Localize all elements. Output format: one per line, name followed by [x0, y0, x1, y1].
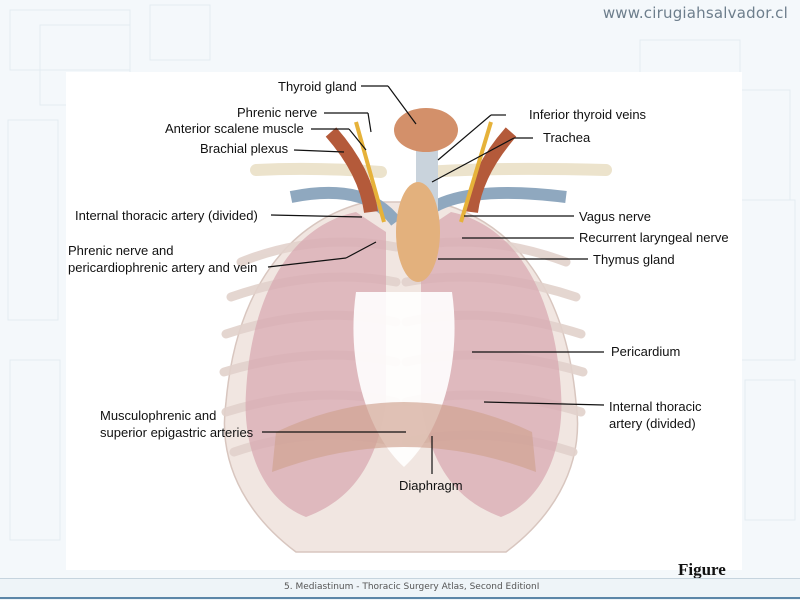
label-phrenic-pericardiophrenic-line1: Phrenic nerve and — [68, 243, 174, 258]
thymus-shape — [396, 182, 440, 282]
leader-lines — [262, 85, 605, 474]
label-pericardium: Pericardium — [611, 344, 681, 359]
diaphragm-shape — [272, 402, 536, 472]
label-internal-thoracic-artery-left: Internal thoracic artery (divided) — [75, 208, 258, 223]
footer-text: 5. Mediastinum - Thoracic Surgery Atlas,… — [284, 582, 540, 592]
label-internal-thoracic-right-line2: artery (divided) — [609, 416, 696, 431]
site-watermark[interactable]: www.cirugiahsalvador.cl — [602, 4, 788, 22]
label-internal-thoracic-right-line1: Internal thoracic — [609, 399, 702, 414]
label-recurrent-laryngeal-nerve: Recurrent laryngeal nerve — [579, 230, 729, 245]
label-musculophrenic-line1: Musculophrenic and — [100, 408, 217, 423]
label-diaphragm: Diaphragm — [399, 478, 463, 493]
label-anterior-scalene-muscle: Anterior scalene muscle — [165, 121, 304, 136]
left-clavicle — [420, 162, 612, 178]
anatomy-figure: Thyroid gland Phrenic nerve Anterior sca… — [66, 72, 742, 599]
label-vagus-nerve: Vagus nerve — [579, 209, 652, 224]
thorax-illustration — [219, 85, 612, 553]
label-thyroid-gland: Thyroid gland — [278, 79, 357, 94]
thyroid-shape — [394, 108, 458, 152]
label-phrenic-pericardiophrenic-line2: pericardiophrenic artery and vein — [68, 260, 258, 275]
label-musculophrenic-line2: superior epigastric arteries — [100, 425, 254, 440]
label-trachea: Trachea — [543, 130, 591, 145]
label-phrenic-nerve: Phrenic nerve — [237, 105, 318, 120]
label-thymus-gland: Thymus gland — [593, 252, 675, 267]
label-inferior-thyroid-veins: Inferior thyroid veins — [529, 107, 647, 122]
footer-bar — [0, 578, 800, 600]
label-brachial-plexus: Brachial plexus — [200, 141, 289, 156]
right-clavicle — [250, 162, 387, 178]
